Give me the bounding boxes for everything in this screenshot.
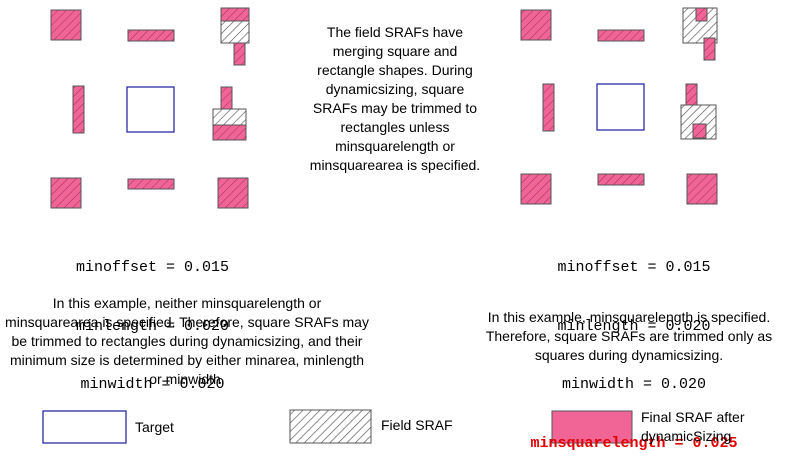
right-sraf-top-mid <box>597 29 645 42</box>
right-layout <box>520 7 718 205</box>
right-param-minwidth: minwidth = 0.020 <box>561 376 707 393</box>
right-sraf-top-right <box>682 7 718 61</box>
legend-target-label: Target <box>135 419 174 435</box>
right-sraf-bottom-left <box>520 173 552 205</box>
left-sraf-top-right <box>220 7 250 66</box>
legend-target-swatch <box>42 410 127 444</box>
left-param-minoffset: minoffset = 0.015 <box>75 259 230 276</box>
right-description: In this example, minsquarelength is spec… <box>485 309 773 363</box>
left-sraf-top-left <box>50 9 82 41</box>
right-sraf-mid-left <box>542 83 555 132</box>
right-sraf-bottom-right <box>686 173 718 205</box>
legend-field-sraf-swatch <box>289 409 372 444</box>
right-sraf-mid-right <box>680 83 717 140</box>
left-layout <box>50 7 250 209</box>
sraf-diagram <box>42 7 718 444</box>
left-sraf-top-mid <box>127 29 175 42</box>
legend-final-sraf-label: Final SRAF after dynamicSizing <box>641 409 745 444</box>
left-sraf-mid-right <box>212 86 247 141</box>
right-sraf-top-left <box>520 9 552 41</box>
left-param-minwidth: minwidth = 0.020 <box>80 376 225 393</box>
legend <box>42 409 633 444</box>
left-param-minlength: minlength = 0.020 <box>75 317 230 335</box>
left-sraf-mid-left <box>72 85 85 134</box>
right-param-minoffset: minoffset = 0.015 <box>557 259 711 276</box>
left-params: minoffset = 0.015 minlength = 0.020 minw… <box>40 219 265 414</box>
left-description: In this example, neither minsquarelength… <box>5 295 369 387</box>
left-sraf-bottom-mid <box>127 178 175 190</box>
right-param-minsquarelength: minsquarelength = 0.025 <box>530 434 738 452</box>
left-sraf-bottom-left <box>50 177 82 209</box>
left-target <box>126 86 175 133</box>
right-param-minlength: minlength = 0.020 <box>557 317 711 335</box>
center-note: The field SRAFs have merging square and … <box>309 24 481 173</box>
right-params: minoffset = 0.015 minlength = 0.020 minw… <box>510 219 758 473</box>
legend-field-sraf-label: Field SRAF <box>381 417 453 433</box>
right-sraf-bottom-mid <box>597 173 645 186</box>
right-target <box>596 83 645 131</box>
left-sraf-bottom-right <box>217 177 249 209</box>
legend-final-sraf-swatch <box>551 410 633 444</box>
